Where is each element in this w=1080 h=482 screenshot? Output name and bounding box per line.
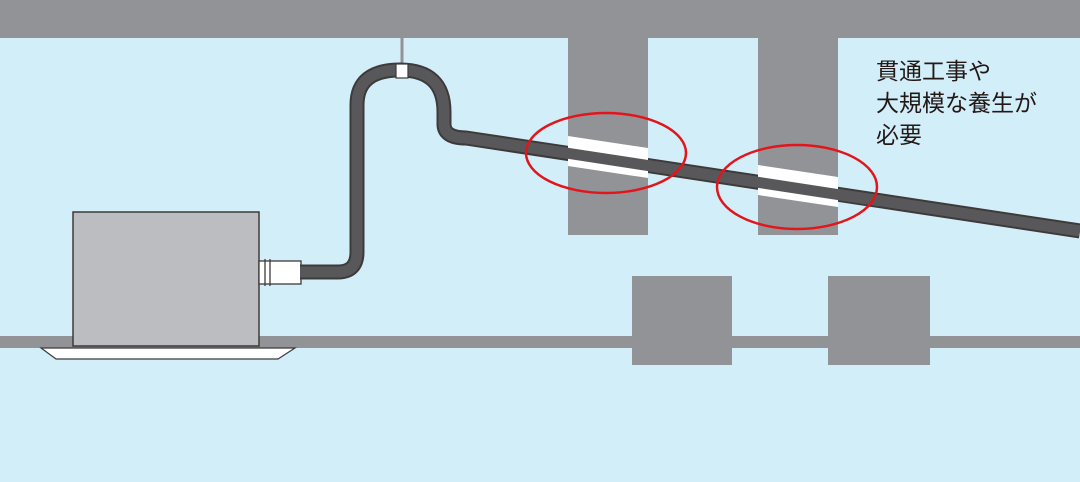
hanger-clamp (395, 63, 409, 79)
beam-right (758, 38, 838, 235)
highlight-ellipse-right (715, 143, 879, 231)
indoor-unit-body (72, 211, 260, 347)
ceiling-line (0, 336, 1080, 348)
annotation-line-3: 必要 (876, 123, 922, 149)
lower-block-left (632, 276, 732, 365)
lower-block-right (828, 276, 930, 365)
indoor-unit-panel (39, 347, 298, 360)
drain-pipe-through-beams (539, 143, 881, 207)
ceiling-slab (0, 0, 1080, 38)
annotation-text: 貫通工事や 大規模な養生が 必要 (876, 56, 1076, 152)
highlight-ellipse-left (524, 111, 688, 195)
annotation-line-1: 貫通工事や (876, 59, 991, 85)
annotation-line-2: 大規模な養生が (876, 91, 1037, 117)
beam-left (568, 38, 648, 235)
